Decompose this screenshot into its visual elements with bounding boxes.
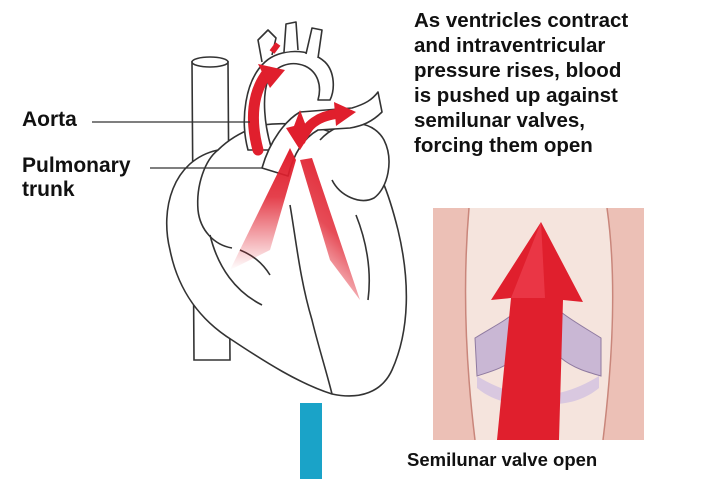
valve-caption: Semilunar valve open (407, 448, 597, 472)
pulmonary-label-line2: trunk (22, 178, 131, 202)
description-text: As ventricles contract and intraventricu… (414, 8, 702, 158)
pulmonary-trunk-label: Pulmonary trunk (22, 154, 131, 202)
semilunar-valve-illustration (433, 208, 644, 440)
flow-arrow-icon (300, 403, 322, 479)
aorta-label: Aorta (22, 108, 77, 132)
pulmonary-label-line1: Pulmonary (22, 154, 131, 178)
